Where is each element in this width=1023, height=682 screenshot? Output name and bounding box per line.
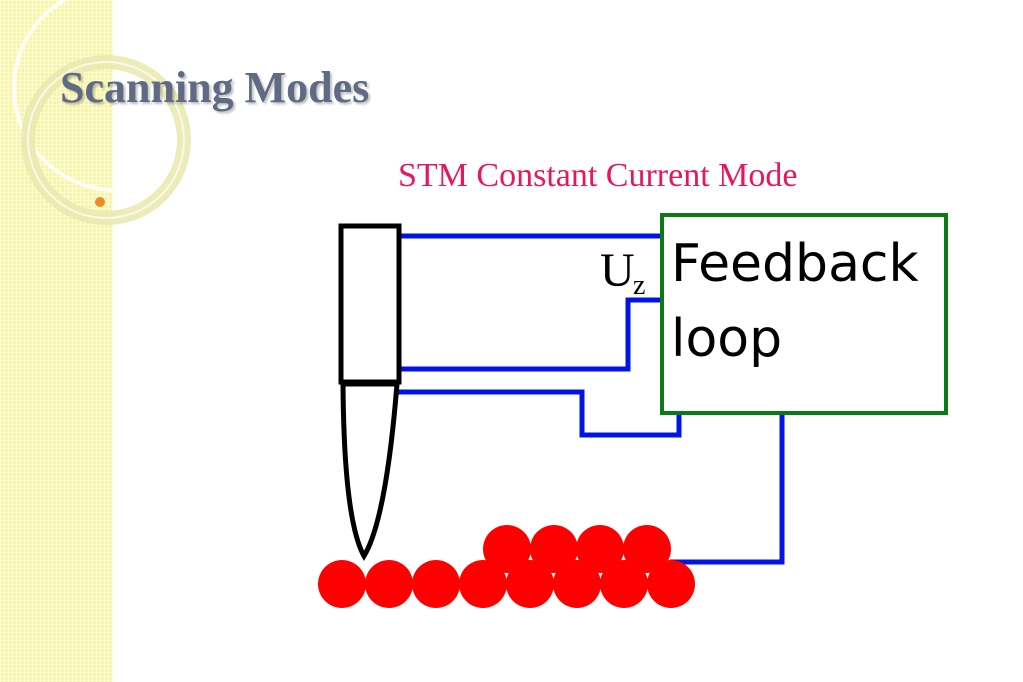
atom-icon [506,560,554,608]
wire-uz [398,297,662,372]
atom-icon [412,560,460,608]
atom-icon [318,560,366,608]
feedback-box [660,213,948,415]
wire-sample [670,413,785,565]
feedback-label-line1: Feedback [671,234,919,294]
wire-tip [398,389,682,438]
atom-icon [553,560,601,608]
stm-tip-icon [338,223,402,561]
accent-dot [95,197,105,207]
slide-title: Scanning Modes [60,63,370,112]
atom-icon [483,525,531,573]
surface-atoms [318,525,695,608]
atom-icon [647,560,695,608]
feedback-label-line2: loop [671,309,782,369]
atom-icon [600,560,648,608]
atom-icon [576,525,624,573]
atom-icon [530,525,578,573]
atom-icon [365,560,413,608]
voltage-subscript: z [633,270,645,301]
wires [398,233,785,565]
atom-icon [459,560,507,608]
tip-holder [338,223,402,385]
slide-subtitle: STM Constant Current Mode [398,157,798,194]
atom-icon [623,525,671,573]
tip-point [340,381,400,561]
voltage-label: U [600,244,635,297]
decorative-circles [12,0,220,225]
